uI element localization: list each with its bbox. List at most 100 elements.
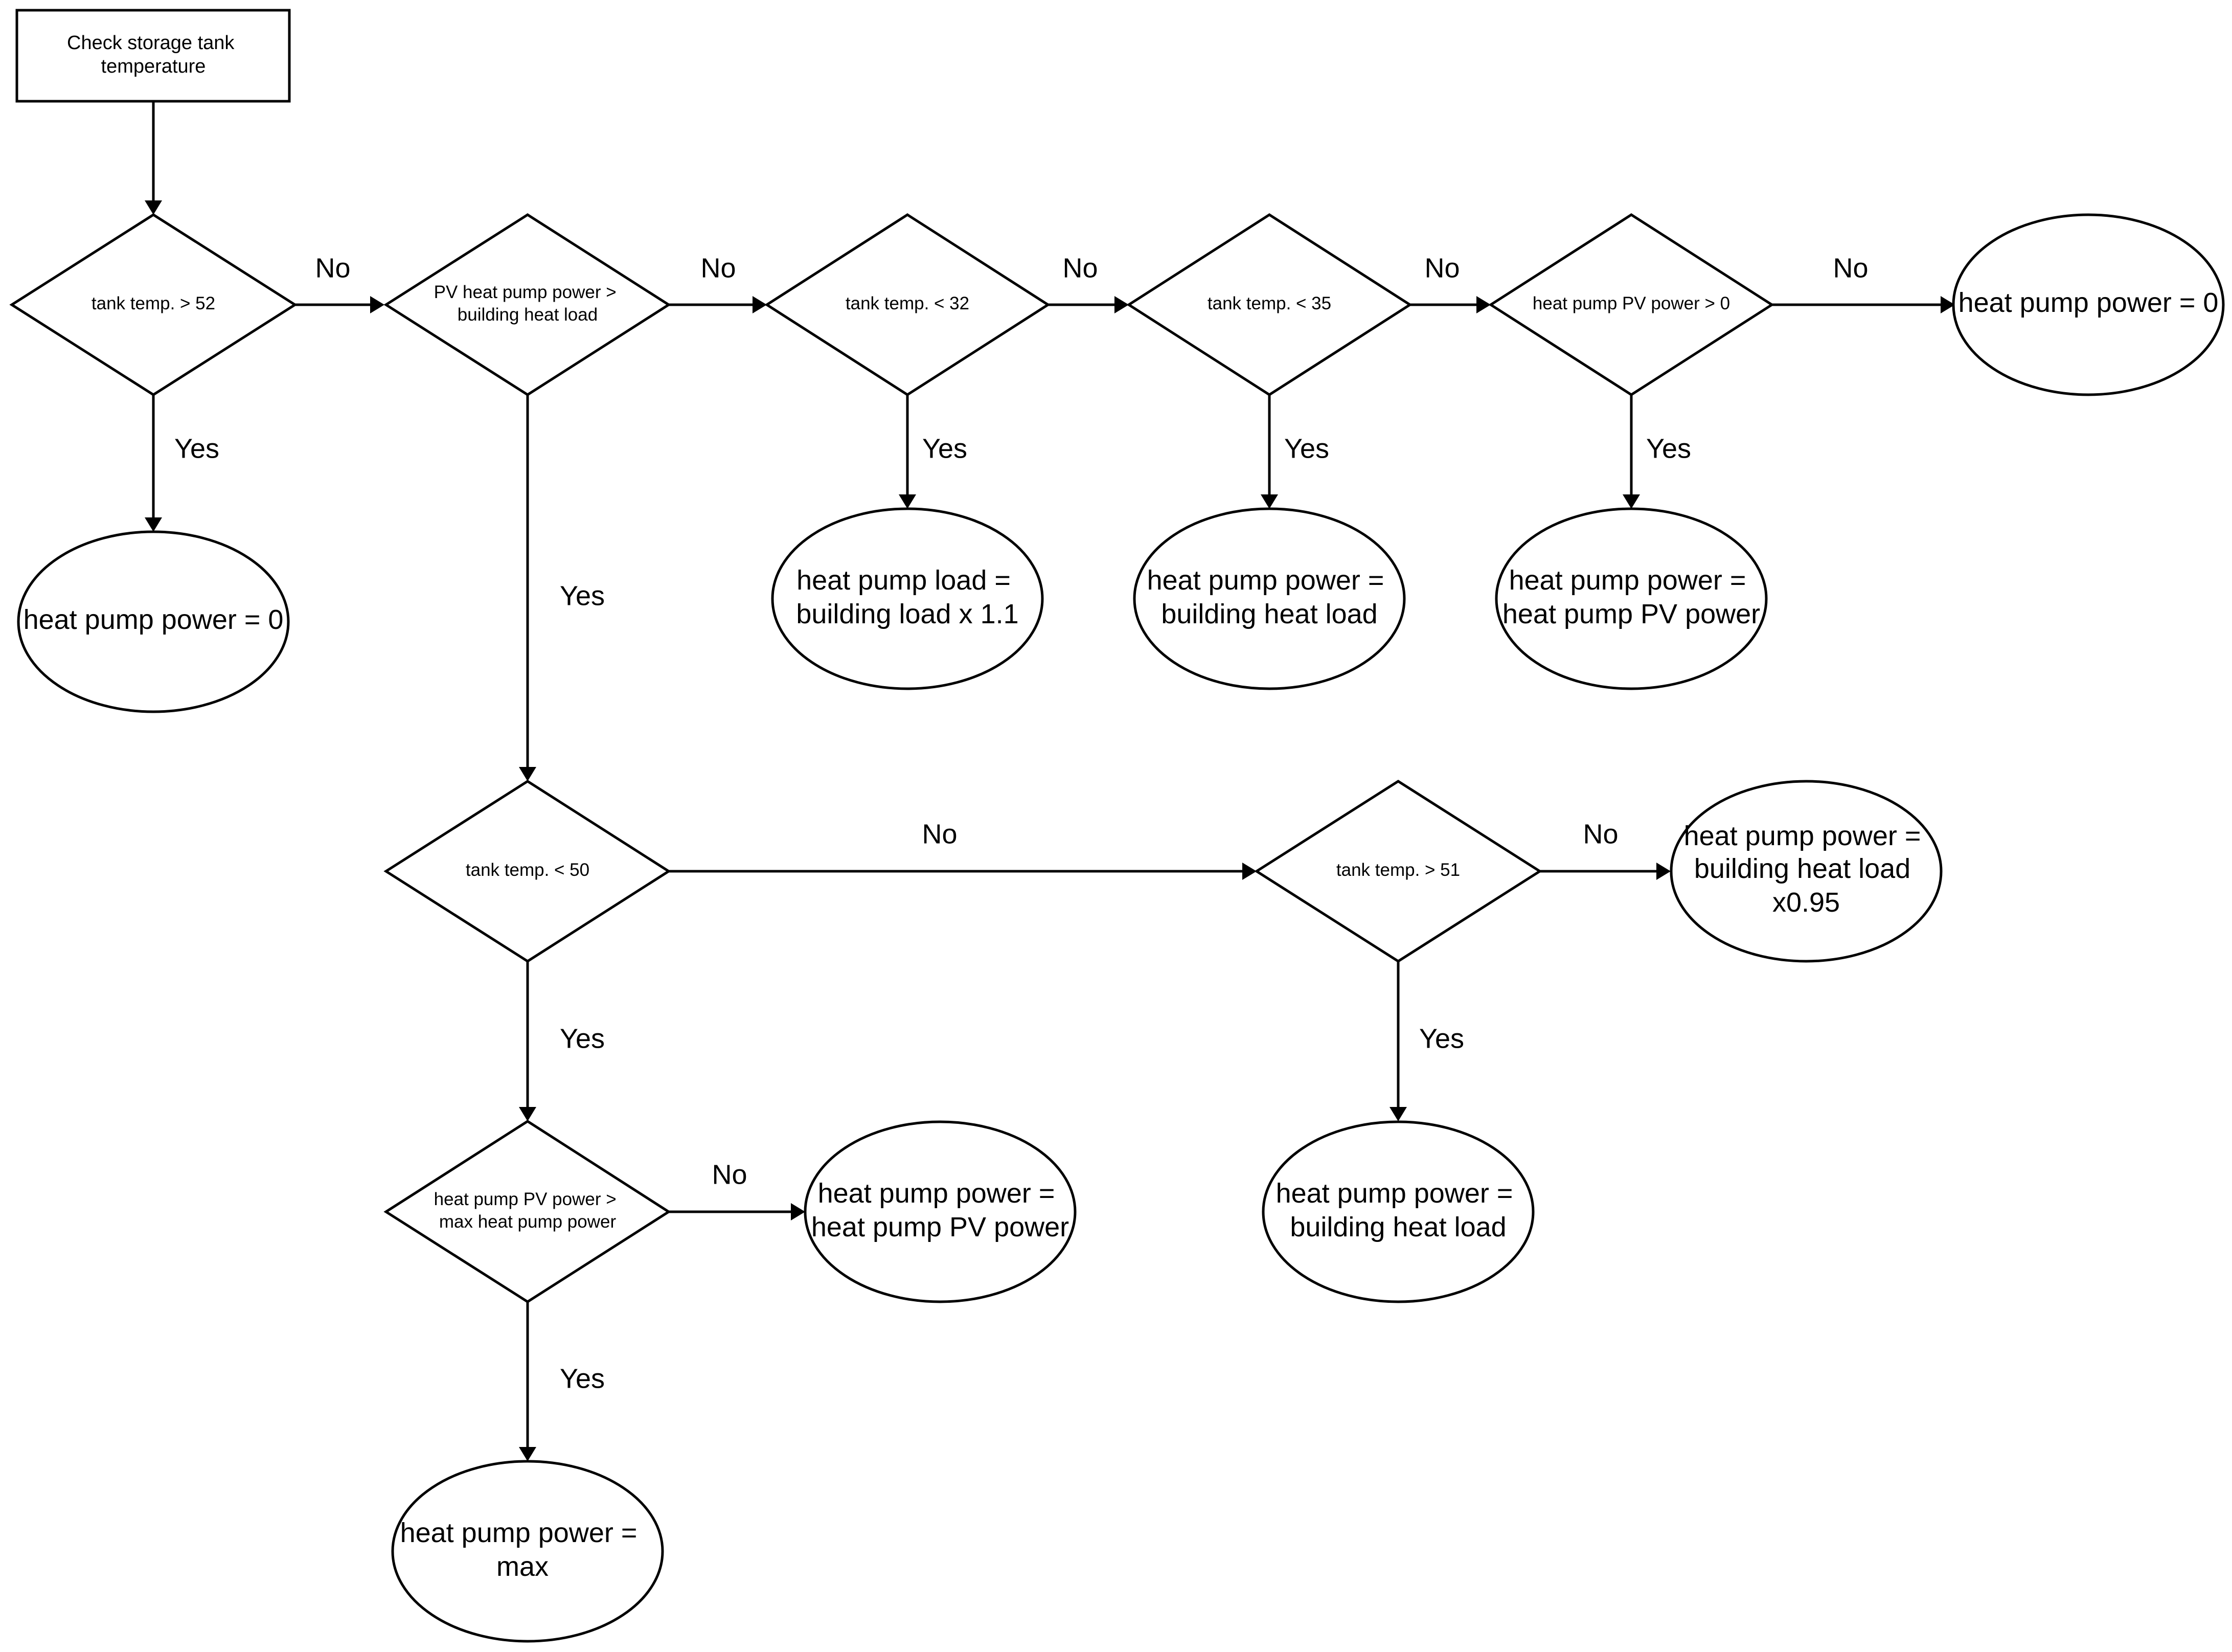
start-label-line-1: Check storage tank (67, 32, 235, 54)
result-d1-yes-label: heat pump power = 0 (24, 604, 284, 635)
decision-d7: tank temp. > 51 (1254, 780, 1542, 963)
decision-d7-line-1: tank temp. > 51 (1336, 860, 1460, 880)
arrowhead (791, 1203, 805, 1220)
result-d7-yes-line-2: building heat load (1290, 1212, 1506, 1242)
result-d4-yes-label: heat pump power = building heat load (1147, 565, 1392, 629)
edge-label-d3-yes: Yes (922, 433, 967, 464)
result-d8-no-line-2: heat pump PV power (811, 1212, 1069, 1242)
arrowhead (1656, 863, 1671, 880)
decision-d1-line-1: tank temp. > 52 (92, 293, 215, 313)
result-d7-no-line-1: heat pump power = (1684, 821, 1921, 851)
result-d5-yes-line-1: heat pump power = (1509, 565, 1746, 596)
decision-d6-line-1: tank temp. < 50 (466, 860, 589, 880)
result-d8-no: heat pump power = heat pump PV power (804, 1120, 1077, 1303)
edge-label-d4-yes: Yes (1284, 433, 1329, 464)
edge-label-d3-no: No (1062, 253, 1098, 283)
edge-label-d2-yes: Yes (560, 580, 605, 611)
edge-label-d8-no: No (712, 1159, 747, 1190)
start-box (15, 9, 291, 103)
decision-d2-diamond (383, 213, 671, 396)
arrowhead (145, 200, 162, 215)
arrowhead (519, 1447, 536, 1461)
result-d4-yes-ellipse (1133, 507, 1406, 690)
arrowhead (1623, 494, 1640, 509)
result-d5-yes-line-2: heat pump PV power (1502, 599, 1760, 629)
arrowhead (519, 767, 536, 781)
decision-d5-line-1: heat pump PV power > 0 (1533, 293, 1730, 313)
edge-label-d5-yes: Yes (1646, 433, 1691, 464)
connectors (145, 101, 1955, 1461)
decision-d3-diamond (764, 213, 1051, 396)
decision-d6: tank temp. < 50 (383, 780, 671, 963)
result-d4-yes: heat pump power = building heat load (1133, 507, 1406, 690)
result-d7-no-line-2: building heat load (1694, 853, 1910, 884)
result-d8-no-line-1: heat pump power = (818, 1178, 1055, 1209)
decision-d4-line-1: tank temp. < 35 (1208, 293, 1331, 313)
arrowhead (899, 494, 916, 509)
result-d7-no-label: heat pump power = building heat load x0.… (1684, 821, 1929, 918)
decision-nodes: tank temp. > 52 PV heat pump power > bui… (9, 213, 1774, 1303)
result-nodes: heat pump power = 0 heat pump power = 0 … (17, 213, 2225, 1643)
arrowhead (1390, 1107, 1407, 1121)
decision-d8-line-2: max heat pump power (439, 1212, 617, 1232)
arrowhead (1941, 296, 1955, 313)
result-d7-no-ellipse (1670, 780, 1943, 963)
result-d1-yes: heat pump power = 0 (17, 530, 290, 713)
result-d7-no-line-3: x0.95 (1772, 887, 1840, 918)
decision-d4-diamond (1126, 213, 1413, 396)
edge-label-d7-yes: Yes (1419, 1023, 1464, 1054)
result-d4-yes-line-2: building heat load (1161, 599, 1377, 629)
decision-d5: heat pump PV power > 0 (1488, 213, 1774, 396)
result-d3-yes-line-1: heat pump load = (796, 565, 1011, 596)
result-d3-yes: heat pump load = building load x 1.1 (771, 507, 1044, 690)
edge-label-d4-no: No (1424, 253, 1460, 283)
decision-d8-label: heat pump PV power > max heat pump power (434, 1189, 622, 1232)
decision-d4: tank temp. < 35 (1126, 213, 1413, 396)
decision-d3-label: tank temp. < 32 (846, 293, 969, 313)
arrowhead (1261, 494, 1278, 509)
result-d7-no: heat pump power = building heat load x0.… (1670, 780, 1943, 963)
arrowhead (519, 1107, 536, 1121)
edge-label-d7-no: No (1583, 819, 1618, 849)
decision-d2-line-1: PV heat pump power > (434, 282, 617, 302)
decision-d4-label: tank temp. < 35 (1208, 293, 1331, 313)
result-d5-no: heat pump power = 0 (1952, 213, 2225, 396)
edge-label-d2-no: No (700, 253, 736, 283)
decision-d1-diamond (9, 213, 298, 396)
result-d3-yes-label: heat pump load = building load x 1.1 (796, 565, 1018, 629)
arrowhead (145, 517, 162, 532)
result-d7-yes-label: heat pump power = building heat load (1276, 1178, 1521, 1242)
arrowhead (753, 296, 767, 313)
result-d5-yes-ellipse (1495, 507, 1768, 690)
result-d1-yes-line-1: heat pump power = 0 (24, 604, 284, 635)
decision-d6-diamond (383, 780, 671, 963)
decision-d5-label: heat pump PV power > 0 (1533, 293, 1730, 313)
arrowhead (1476, 296, 1491, 313)
result-d8-yes-line-1: heat pump power = (400, 1518, 637, 1548)
decision-d1-label: tank temp. > 52 (92, 293, 215, 313)
result-d8-yes-label: heat pump power = max (400, 1518, 645, 1582)
decision-d2-line-2: building heat load (458, 305, 598, 325)
result-d3-yes-line-2: building load x 1.1 (796, 599, 1018, 629)
decision-d5-diamond (1488, 213, 1774, 396)
arrowhead (1114, 296, 1129, 313)
start-label-line-2: temperature (101, 56, 206, 77)
edge-label-d8-yes: Yes (560, 1363, 605, 1394)
start-node: Check storage tank temperature (15, 9, 291, 103)
edge-label-d6-no: No (922, 819, 957, 849)
result-d8-yes-line-2: max (496, 1551, 549, 1582)
decision-d7-diamond (1254, 780, 1542, 963)
decision-d8-diamond (383, 1120, 671, 1303)
result-d8-no-ellipse (804, 1120, 1077, 1303)
result-d8-yes-ellipse (391, 1460, 664, 1643)
edge-label-d5-no: No (1833, 253, 1868, 283)
edge-label-d1-no: No (315, 253, 350, 283)
result-d8-yes: heat pump power = max (391, 1460, 664, 1643)
result-d5-no-ellipse (1952, 213, 2225, 396)
start-label: Check storage tank temperature (67, 32, 240, 77)
decision-d2: PV heat pump power > building heat load (383, 213, 671, 396)
result-d3-yes-ellipse (771, 507, 1044, 690)
decision-d7-label: tank temp. > 51 (1336, 860, 1460, 880)
result-d5-no-label: heat pump power = 0 (1958, 287, 2219, 318)
